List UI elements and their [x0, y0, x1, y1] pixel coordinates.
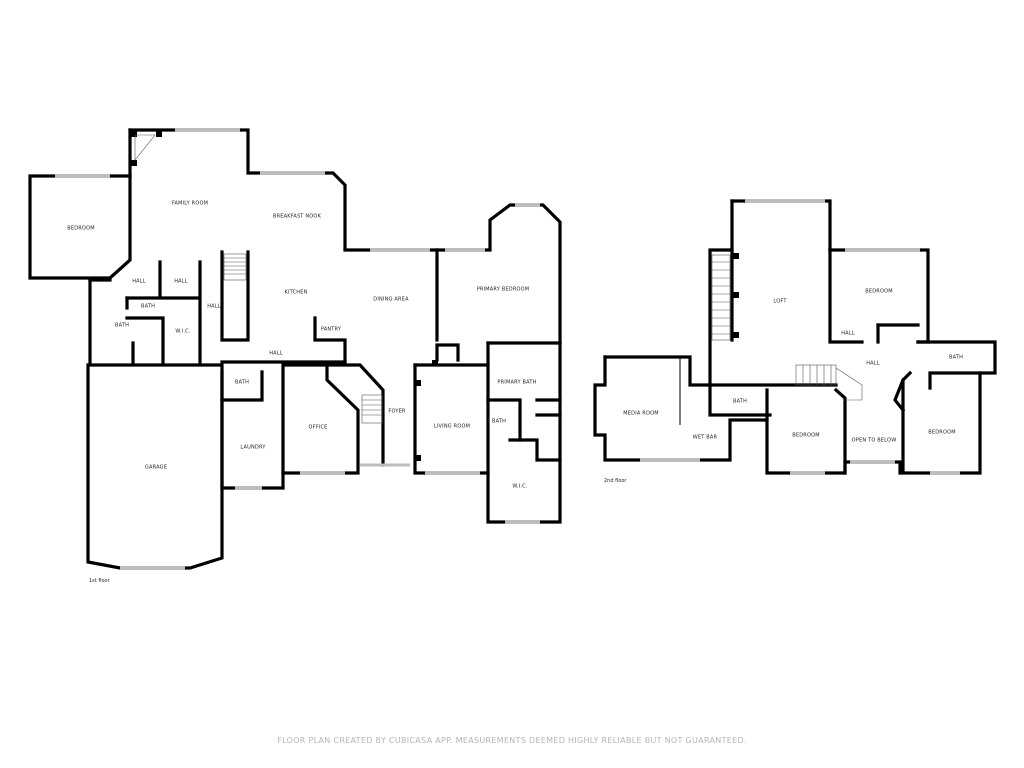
room-label: BEDROOM	[865, 289, 893, 295]
room-label: W.I.C.	[175, 329, 191, 335]
room-label: HALL	[269, 351, 283, 357]
room-label: DINING AREA	[373, 297, 409, 303]
room-label: WET BAR	[693, 435, 718, 441]
room-label: HALL	[841, 331, 855, 337]
second-floor-columns	[733, 253, 739, 338]
room-label: FAMILY ROOM	[172, 201, 208, 207]
room-label: LIVING ROOM	[434, 424, 470, 430]
room-label: BEDROOM	[928, 430, 956, 436]
room-label: OFFICE	[308, 425, 327, 431]
room-label: KITCHEN	[284, 290, 307, 296]
room-label: BATH	[235, 380, 249, 386]
room-label: BATH	[115, 323, 129, 329]
room-label: W.I.C.	[512, 484, 528, 490]
room-label: BEDROOM	[792, 433, 820, 439]
room-label: HALL	[866, 361, 880, 367]
room-label: GARAGE	[145, 465, 167, 471]
room-label: OPEN TO BELOW	[852, 438, 897, 444]
first-floor-columns	[131, 131, 438, 461]
first-floor-walls	[28, 128, 562, 570]
room-label: BEDROOM	[67, 226, 95, 232]
room-label: MEDIA ROOM	[623, 411, 658, 417]
room-label: BATH	[949, 355, 963, 361]
room-label: PRIMARY BATH	[497, 380, 536, 386]
disclaimer-footer: FLOOR PLAN CREATED BY CUBICASA APP. MEAS…	[277, 736, 747, 745]
room-label: BREAKFAST NOOK	[273, 214, 322, 220]
room-label: PANTRY	[321, 327, 342, 333]
room-label: HALL	[132, 279, 146, 285]
floor-label-1st: 1st floor	[89, 578, 111, 584]
room-label: HALL	[207, 304, 221, 310]
first-floor-windows	[55, 128, 540, 570]
second-floor-stairs	[679, 254, 863, 425]
room-label: BATH	[492, 419, 506, 425]
room-label: BATH	[733, 399, 747, 405]
room-label: PRIMARY BEDROOM	[477, 287, 530, 293]
room-label: BATH	[141, 304, 155, 310]
room-label: FOYER	[388, 409, 406, 415]
second-floor-windows	[640, 199, 960, 475]
floor-label-2nd: 2nd floor	[604, 478, 627, 484]
room-labels: FAMILY ROOM BREAKFAST NOOK BEDROOM HALL …	[67, 201, 963, 490]
first-floor-stairs	[134, 134, 383, 424]
room-label: LOFT	[773, 299, 787, 305]
room-label: LAUNDRY	[240, 445, 266, 451]
room-label: HALL	[174, 279, 188, 285]
